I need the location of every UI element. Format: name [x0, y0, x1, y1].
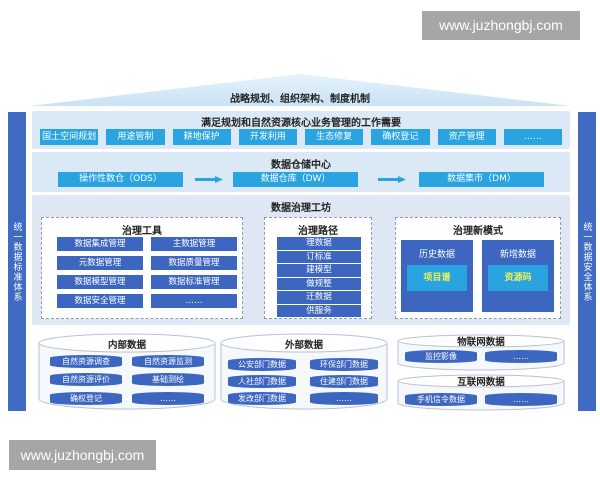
- path-step: 供服务: [277, 304, 361, 317]
- business-layer-title: 满足规划和自然资源核心业务管理的工作需要: [201, 118, 401, 129]
- tool-item: ……: [151, 294, 237, 308]
- internet-data-item: 手机信令数据: [405, 393, 477, 406]
- path-step: 理数据: [277, 237, 361, 250]
- internal-data-cylinder: 内部数据 自然资源调查 自然资源监测 自然资源评价 基础测绘 确权登记 ……: [38, 333, 216, 411]
- internal-data-title: 内部数据: [107, 340, 146, 351]
- governance-path-panel: 治理路径 理数据 订标准 建模型 做规整 迁数据 供服务: [264, 217, 372, 319]
- internal-data-item: 自然资源调查: [50, 355, 122, 368]
- business-item: 耕地保护: [172, 129, 231, 145]
- external-data-item: 人社部门数据: [228, 375, 296, 388]
- tool-item: 数据标准管理: [151, 275, 237, 289]
- external-data-cylinder: 外部数据 公安部门数据 环保部门数据 人社部门数据 住建部门数据 发改部门数据 …: [220, 333, 388, 411]
- internal-data-item: 自然资源监测: [132, 355, 204, 368]
- side-left-label: 统一数据标准体系: [11, 221, 22, 302]
- external-data-title: 外部数据: [284, 340, 323, 351]
- business-item: 资产管理: [437, 129, 496, 145]
- mode-card-title: 历史数据: [418, 250, 455, 260]
- business-item: ……: [503, 129, 562, 145]
- path-step: 订标准: [277, 250, 361, 263]
- governance-new-mode-panel: 治理新模式 历史数据 项目谱 新增数据 资源码: [395, 217, 561, 319]
- path-steps: 理数据 订标准 建模型 做规整 迁数据 供服务: [277, 237, 361, 317]
- business-item: 确权登记: [371, 129, 430, 145]
- strategy-roof: 战略规划、组织架构、制度机制: [30, 74, 570, 106]
- project-spectrum-box: 项目谱: [407, 265, 467, 291]
- iot-data-item: 监控影像: [405, 350, 477, 363]
- tools-title: 治理工具: [122, 226, 162, 237]
- iot-data-item: ……: [485, 350, 557, 363]
- iot-data-title: 物联网数据: [457, 337, 505, 348]
- internal-data-item: 确权登记: [50, 392, 122, 405]
- roof-shape: [30, 74, 570, 106]
- path-step: 迁数据: [277, 291, 361, 304]
- new-mode-title: 治理新模式: [453, 226, 503, 237]
- dm-box: 数据集市（DM）: [419, 172, 544, 187]
- external-data-item: 环保部门数据: [310, 358, 378, 371]
- path-step: 做规整: [277, 277, 361, 290]
- tool-item: 数据模型管理: [57, 275, 143, 289]
- external-data-item: 发改部门数据: [228, 392, 296, 405]
- internal-data-item: 自然资源评价: [50, 373, 122, 386]
- internet-data-item: ……: [485, 393, 557, 406]
- tool-item: 元数据管理: [57, 256, 143, 270]
- business-items: 国土空间规划 用途管制 耕地保护 开发利用 生态修复 确权登记 资产管理 ……: [40, 129, 562, 145]
- business-item: 用途管制: [106, 129, 165, 145]
- iot-data-cylinder: 物联网数据 监控影像 ……: [397, 333, 565, 371]
- watermark-url-bottom: www.juzhongbj.com: [9, 440, 156, 470]
- mode-card-title: 新增数据: [499, 250, 536, 260]
- data-security-system-bar: 统一数据安全体系: [578, 112, 596, 411]
- external-data-item: 住建部门数据: [310, 375, 378, 388]
- tool-item: 数据集成管理: [57, 237, 143, 251]
- business-item: 国土空间规划: [40, 129, 99, 145]
- internal-data-item: 基础测绘: [132, 373, 204, 386]
- tool-item: 主数据管理: [151, 237, 237, 251]
- roof-label: 战略规划、组织架构、制度机制: [230, 94, 370, 105]
- arrow-right-icon: [378, 176, 406, 183]
- tool-item: 数据安全管理: [57, 294, 143, 308]
- business-needs-layer: 满足规划和自然资源核心业务管理的工作需要 国土空间规划 用途管制 耕地保护 开发…: [32, 111, 570, 149]
- path-step: 建模型: [277, 264, 361, 277]
- business-item: 生态修复: [305, 129, 364, 145]
- tools-grid: 数据集成管理 主数据管理 元数据管理 数据质量管理 数据模型管理 数据标准管理 …: [57, 237, 237, 308]
- data-governance-layer: 数据治理工坊 治理工具 数据集成管理 主数据管理 元数据管理 数据质量管理 数据…: [32, 195, 570, 325]
- governance-layer-title: 数据治理工坊: [271, 203, 331, 214]
- new-data-card: 新增数据 资源码: [482, 240, 554, 312]
- resource-code-box: 资源码: [488, 265, 548, 291]
- external-data-item: ……: [310, 392, 378, 405]
- arrow-right-icon: [195, 176, 223, 183]
- external-data-item: 公安部门数据: [228, 358, 296, 371]
- watermark-url-top: www.juzhongbj.com: [422, 11, 580, 40]
- dw-box: 数据仓库（DW）: [233, 172, 358, 187]
- tool-item: 数据质量管理: [151, 256, 237, 270]
- path-title: 治理路径: [298, 226, 338, 237]
- business-item: 开发利用: [238, 129, 297, 145]
- internet-data-cylinder: 互联网数据 手机信令数据 ……: [397, 373, 565, 411]
- internal-data-item: ……: [132, 392, 204, 405]
- history-data-card: 历史数据 项目谱: [401, 240, 473, 312]
- data-warehouse-layer: 数据仓储中心 操作性数仓（ODS） 数据仓库（DW） 数据集市（DM）: [32, 152, 570, 192]
- governance-tools-panel: 治理工具 数据集成管理 主数据管理 元数据管理 数据质量管理 数据模型管理 数据…: [41, 217, 243, 319]
- side-right-label: 统一数据安全体系: [581, 221, 592, 302]
- ods-box: 操作性数仓（ODS）: [58, 172, 183, 187]
- data-standard-system-bar: 统一数据标准体系: [8, 112, 26, 411]
- internet-data-title: 互联网数据: [457, 377, 505, 388]
- warehouse-layer-title: 数据仓储中心: [271, 160, 331, 171]
